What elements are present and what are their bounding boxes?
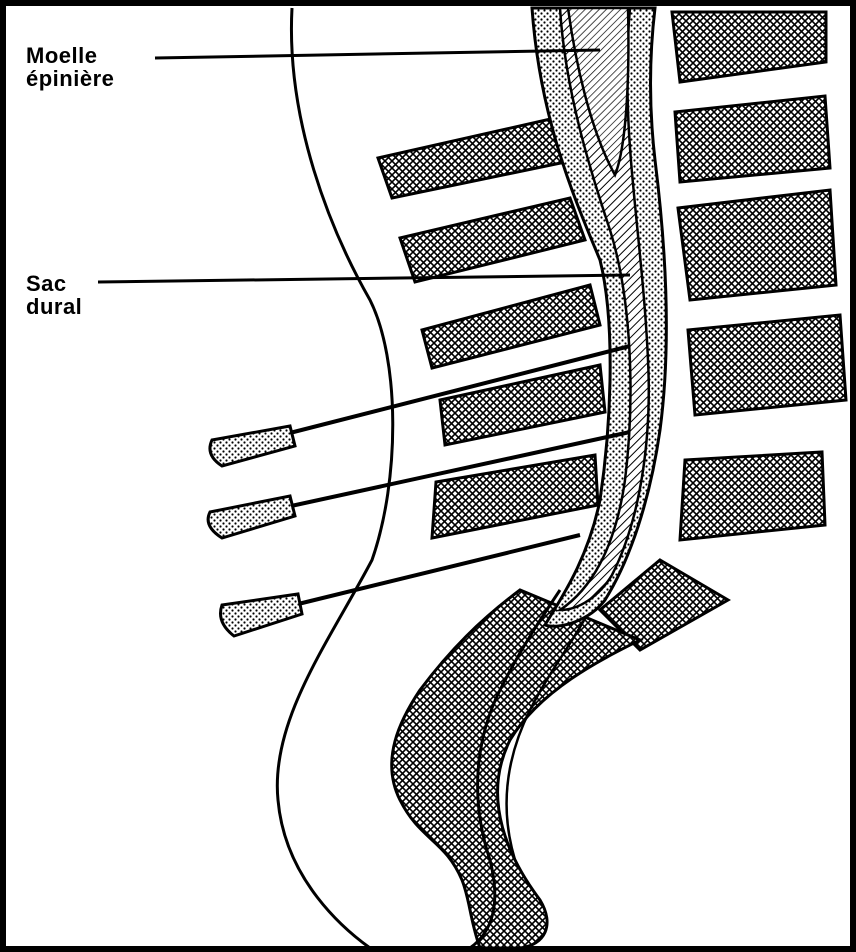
label-moelle-epiniere: Moelle épinière xyxy=(26,44,114,90)
label-sac-line1: Sac xyxy=(26,272,82,295)
label-sac-line2: dural xyxy=(26,295,82,318)
label-moelle-line1: Moelle xyxy=(26,44,114,67)
vertebral-body xyxy=(688,315,846,415)
label-moelle-line2: épinière xyxy=(26,67,114,90)
vertebral-body xyxy=(680,452,825,540)
vertebral-body xyxy=(675,96,830,182)
vertebral-body xyxy=(678,190,836,300)
label-sac-dural: Sac dural xyxy=(26,272,82,318)
